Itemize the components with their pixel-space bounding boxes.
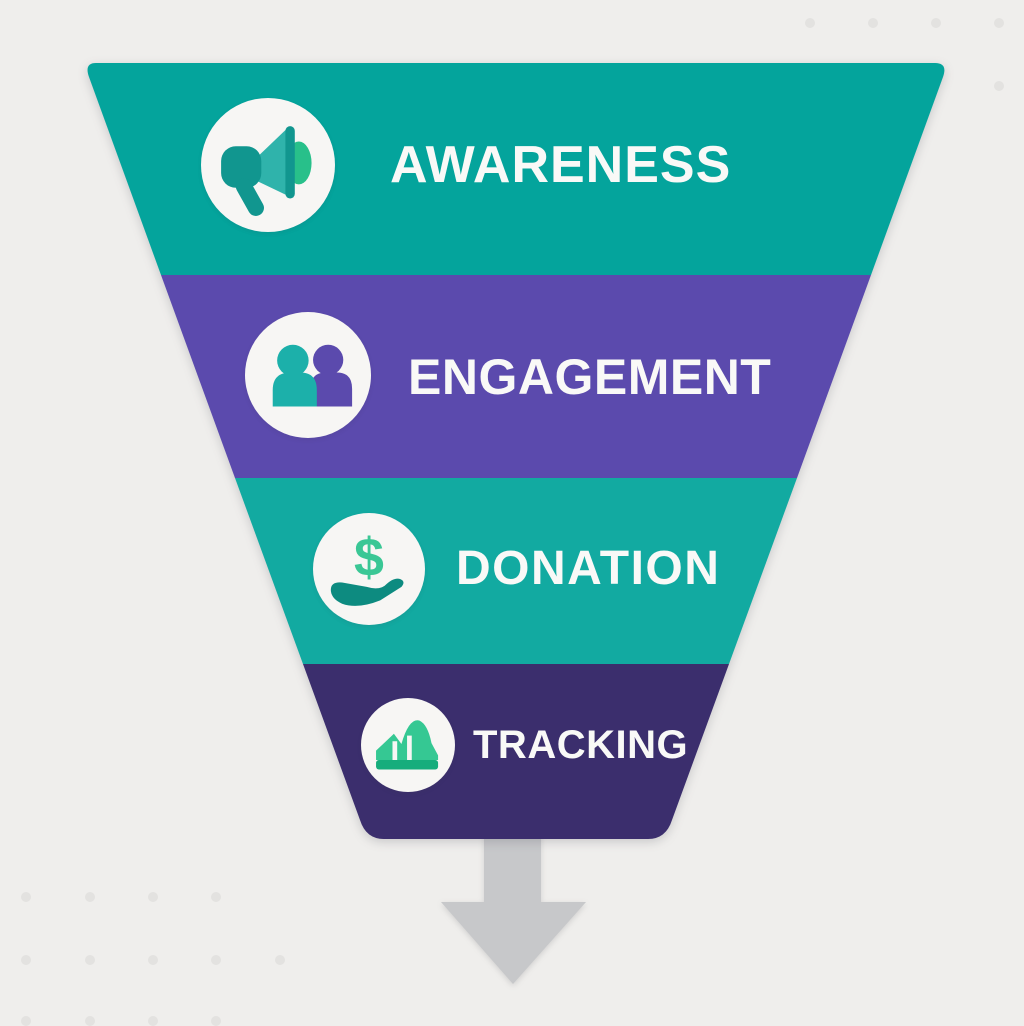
background-dot xyxy=(211,955,221,965)
megaphone-bar xyxy=(285,126,295,199)
people-icon xyxy=(245,312,371,438)
person-front-head xyxy=(277,344,309,377)
background-dot xyxy=(85,955,95,965)
person-front-body xyxy=(272,372,317,407)
background-dot xyxy=(275,955,285,965)
background-dot xyxy=(148,1016,158,1026)
down-arrow xyxy=(441,820,586,984)
background-dot xyxy=(148,955,158,965)
chart-base xyxy=(376,760,439,770)
giving-hand xyxy=(330,578,404,606)
background-dot xyxy=(805,18,815,28)
chart-slit-1 xyxy=(392,741,398,761)
stage-label-tracking: TRACKING xyxy=(473,723,689,767)
stage-label-awareness: AWARENESS xyxy=(390,136,732,194)
background-dot xyxy=(85,892,95,902)
person-back-head xyxy=(313,344,344,375)
megaphone-icon xyxy=(201,98,335,232)
area-chart-icon xyxy=(361,698,455,792)
megaphone-cone xyxy=(257,127,289,196)
background-dot xyxy=(148,892,158,902)
megaphone-handle xyxy=(235,178,264,216)
background-dot xyxy=(21,1016,31,1026)
background-dot xyxy=(85,1016,95,1026)
chart-area xyxy=(376,720,439,761)
background-dot xyxy=(211,1016,221,1026)
background-dot xyxy=(21,955,31,965)
background-dot xyxy=(931,18,941,28)
hand-dollar-icon: $ xyxy=(313,513,425,625)
background-dot xyxy=(211,892,221,902)
stage-label-donation: DONATION xyxy=(456,542,721,595)
background-dot xyxy=(994,18,1004,28)
person-back-body xyxy=(310,372,353,407)
background-dot xyxy=(868,18,878,28)
background-dot xyxy=(994,81,1004,91)
megaphone-body xyxy=(221,146,262,188)
stage-label-engagement: ENGAGEMENT xyxy=(408,349,772,405)
chart-slit-2 xyxy=(407,735,412,761)
background-dot xyxy=(21,892,31,902)
dollar-sign: $ xyxy=(354,528,384,588)
